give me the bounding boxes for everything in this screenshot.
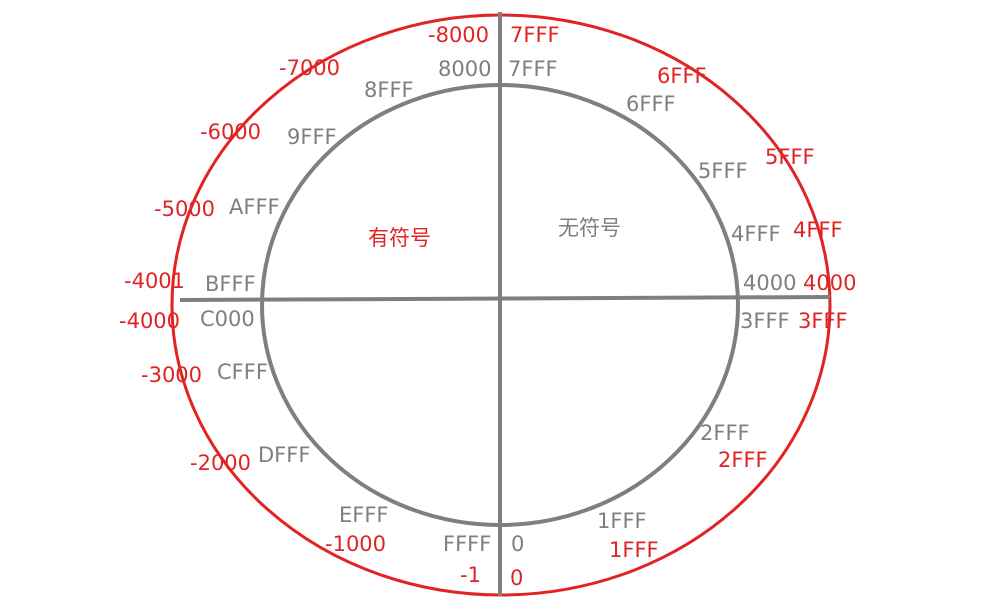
inner-label-cfff: CFFF [217,360,268,384]
outer-label-4000: 4000 [803,271,856,295]
inner-label-dfff: DFFF [258,443,310,467]
outer-label-6fff: 6FFF [657,64,707,88]
outer-label-minus-5000: -5000 [154,197,215,221]
inner-label-bottom-right: 0 [511,532,524,556]
inner-label-3fff: 3FFF [740,309,790,333]
inner-label-efff: EFFF [339,503,389,527]
signed-label: 有符号 [368,226,431,250]
outer-label-5fff: 5FFF [765,145,815,169]
outer-label-3fff: 3FFF [798,309,848,333]
outer-label-2fff: 2FFF [718,448,768,472]
outer-label-minus-1000: -1000 [325,532,386,556]
inner-label-bfff: BFFF [205,272,256,296]
outer-label-minus-6000: -6000 [200,120,261,144]
horizontal-axis [179,295,831,302]
inner-label-top-left: 8000 [438,57,491,81]
outer-label-1fff: 1FFF [609,538,659,562]
inner-label-afff: AFFF [229,195,280,219]
outer-label-minus-4000: -4000 [119,309,180,333]
inner-label-2fff: 2FFF [700,421,750,445]
outer-label-minus-4001: -4001 [124,269,185,293]
unsigned-label: 无符号 [558,216,621,240]
inner-label-6fff: 6FFF [626,92,676,116]
outer-label-top-right: 7FFF [510,23,560,47]
inner-label-8fff: 8FFF [364,78,414,102]
outer-label-bottom-right: 0 [510,566,523,590]
inner-label-bottom-left: FFFF [443,532,491,556]
inner-label-5fff: 5FFF [698,159,748,183]
outer-label-minus-7000: -7000 [279,56,340,80]
outer-label-4fff: 4FFF [793,218,843,242]
inner-label-top-right: 7FFF [508,57,558,81]
inner-label-1fff: 1FFF [597,509,647,533]
inner-label-4000: 4000 [743,271,796,295]
inner-label-4fff: 4FFF [731,222,781,246]
inner-label-c000: C000 [200,307,255,331]
outer-label-minus-3000: -3000 [141,363,202,387]
inner-label-9fff: 9FFF [287,125,337,149]
outer-label-minus-2000: -2000 [190,451,251,475]
outer-label-top-left: -8000 [428,23,489,47]
outer-label-bottom-left: -1 [460,563,481,587]
